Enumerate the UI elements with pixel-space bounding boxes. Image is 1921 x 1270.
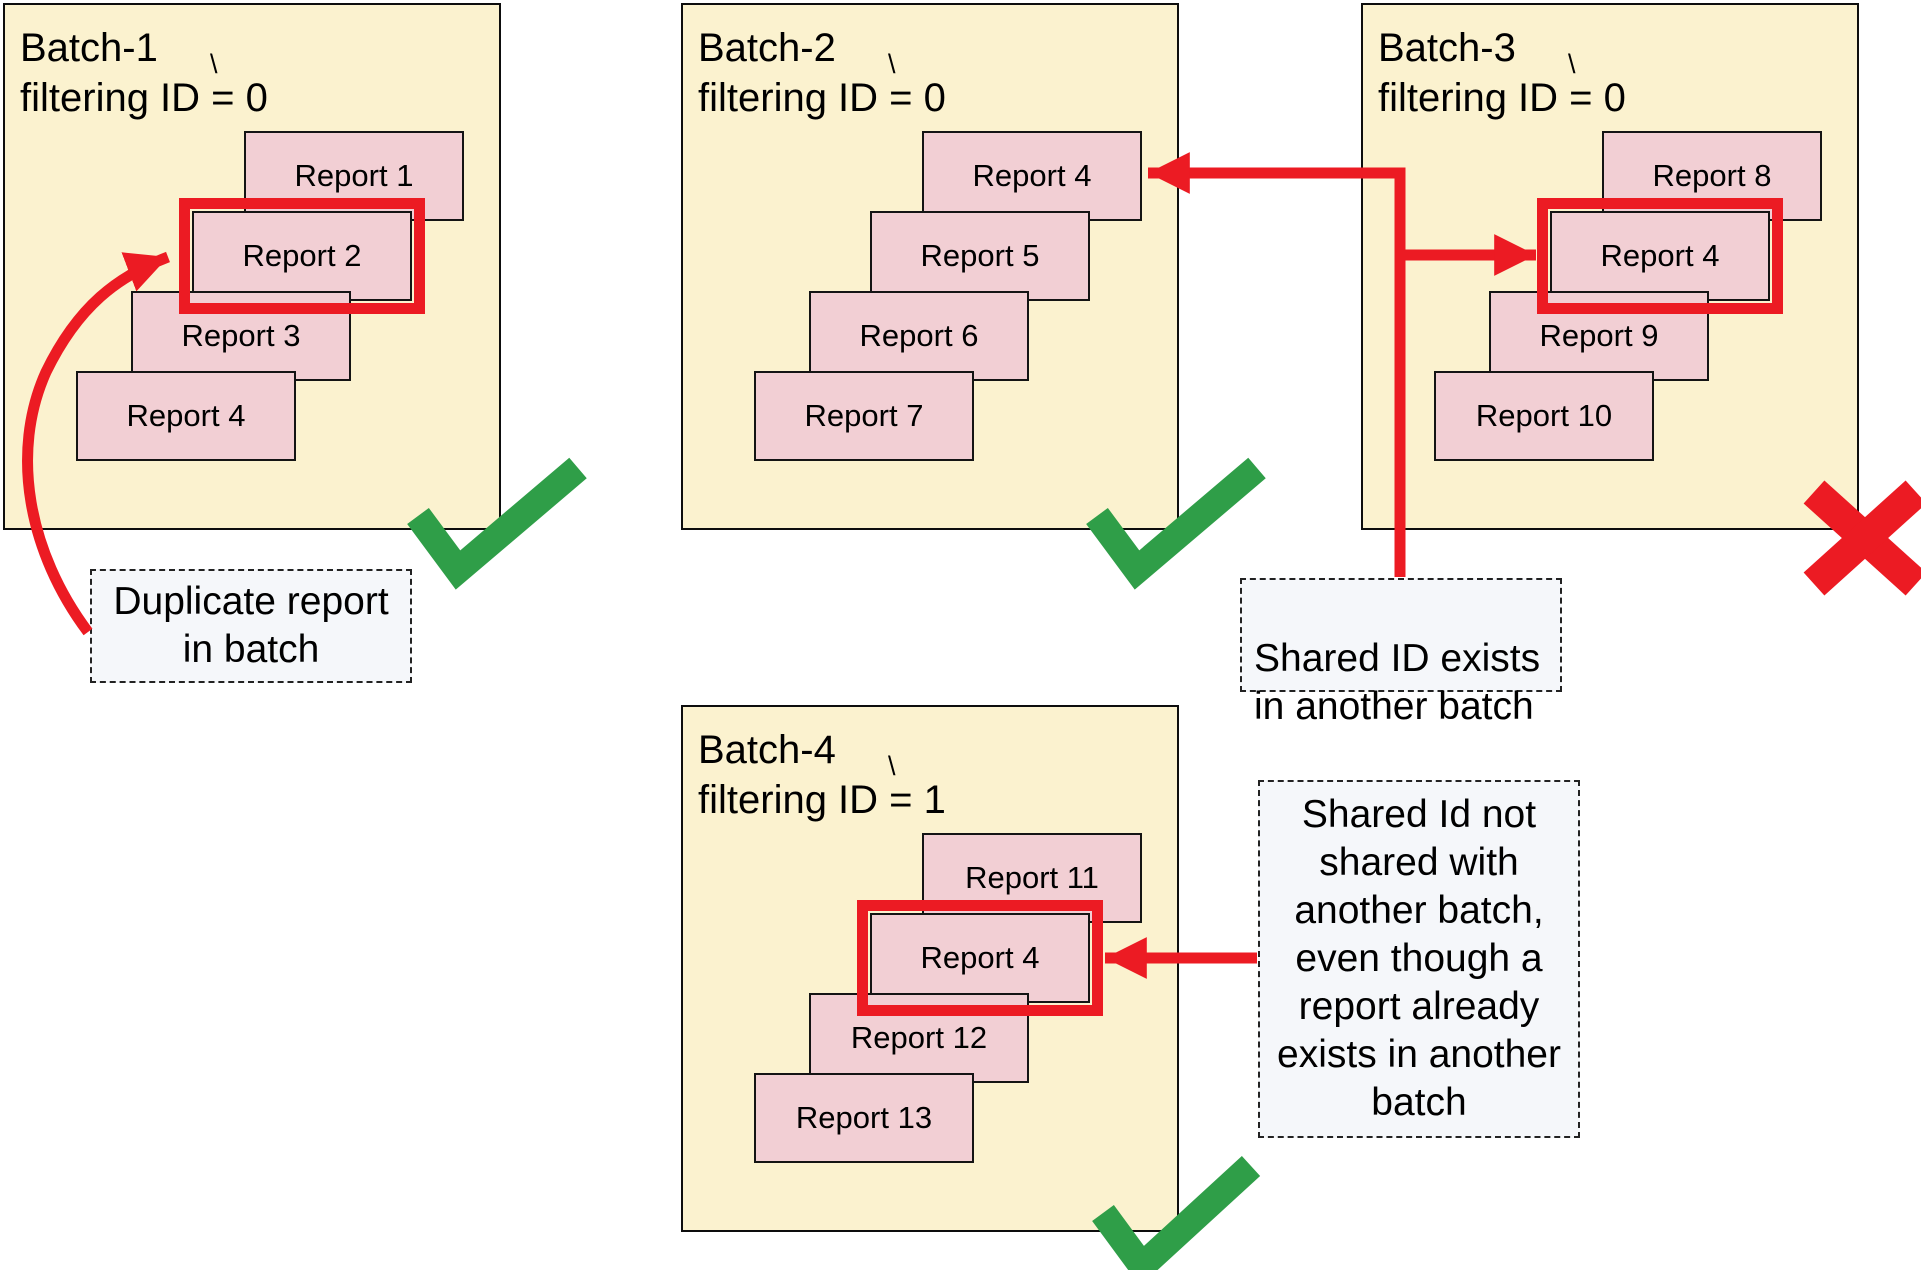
- report-label: Report 4: [920, 940, 1040, 975]
- report-card: Report 10: [1434, 371, 1654, 461]
- report-card: Report 13: [754, 1073, 974, 1163]
- report-card: Report 4: [922, 131, 1142, 221]
- shared-id-highlight-box: [1537, 198, 1783, 314]
- report-label: Report 8: [1652, 158, 1772, 193]
- batch-title-line1: Batch-3: [1378, 26, 1516, 70]
- report-card: Report 4: [1550, 211, 1770, 301]
- note-text: Duplicate report in batch: [113, 580, 389, 671]
- batch-title-line1: Batch-1: [20, 26, 158, 70]
- batch-1-box: Batch-1 filtering ID = 0 \ Report 1 Repo…: [3, 3, 501, 530]
- stray-tick-mark: \: [888, 751, 896, 781]
- report-label: Report 9: [1539, 318, 1659, 353]
- batch-title-line1: Batch-2: [698, 26, 836, 70]
- shared-id-ok-highlight-box: [857, 900, 1103, 1016]
- batch-4-box: Batch-4 filtering ID = 1 \ Report 11 Rep…: [681, 705, 1179, 1232]
- report-label: Report 12: [850, 1020, 988, 1055]
- batch-3-title: Batch-3 filtering ID = 0: [1378, 23, 1626, 123]
- note-text: Shared Id not shared with another batch,…: [1277, 793, 1561, 1124]
- not-shared-note: Shared Id not shared with another batch,…: [1258, 780, 1580, 1138]
- report-card: Report 6: [809, 291, 1029, 381]
- report-label: Report 5: [920, 238, 1040, 273]
- report-card: Report 4: [870, 913, 1090, 1003]
- batch-subtitle-line2: filtering ID = 0: [20, 76, 268, 120]
- batch-4-title: Batch-4 filtering ID = 1: [698, 725, 946, 825]
- report-label: Report 6: [859, 318, 979, 353]
- report-label: Report 3: [181, 318, 301, 353]
- shared-id-note: Shared ID exists in another batch: [1240, 578, 1562, 728]
- report-label: Report 10: [1475, 398, 1613, 433]
- report-label: Report 2: [242, 238, 362, 273]
- report-card: Report 5: [870, 211, 1090, 301]
- report-label: Report 13: [795, 1100, 933, 1135]
- batch-subtitle-line2: filtering ID = 0: [698, 76, 946, 120]
- batch-3-box: Batch-3 filtering ID = 0 \ Report 8 Repo…: [1361, 3, 1859, 530]
- batch-title-line1: Batch-4: [698, 728, 836, 772]
- stray-tick-mark: \: [1568, 49, 1576, 79]
- stray-tick-mark: \: [210, 49, 218, 79]
- report-card: Report 7: [754, 371, 974, 461]
- batch-2-title: Batch-2 filtering ID = 0: [698, 23, 946, 123]
- report-label: Report 4: [1600, 238, 1720, 273]
- batch-1-title: Batch-1 filtering ID = 0: [20, 23, 268, 123]
- report-card: Report 4: [76, 371, 296, 461]
- batch-2-box: Batch-2 filtering ID = 0 \ Report 4 Repo…: [681, 3, 1179, 530]
- duplicate-highlight-box: [179, 198, 425, 314]
- batch-subtitle-line2: filtering ID = 0: [1378, 76, 1626, 120]
- note-text: Shared ID exists in another batch: [1254, 637, 1541, 728]
- report-label: Report 1: [294, 158, 414, 193]
- stray-tick-mark: \: [888, 49, 896, 79]
- duplicate-report-note: Duplicate report in batch: [90, 569, 412, 683]
- report-label: Report 7: [804, 398, 924, 433]
- batch-subtitle-line2: filtering ID = 1: [698, 778, 946, 822]
- report-label: Report 4: [126, 398, 246, 433]
- report-label: Report 4: [972, 158, 1092, 193]
- report-label: Report 11: [965, 860, 1099, 895]
